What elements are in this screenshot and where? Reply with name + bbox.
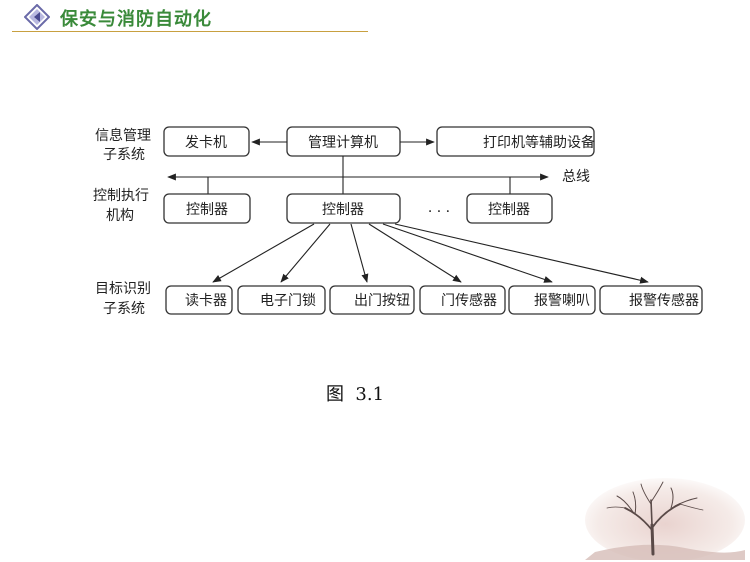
- device-box-1: [165, 285, 233, 315]
- side-label-control-1: 控制执行: [93, 188, 149, 204]
- arrow-to-device-3: [350, 223, 369, 283]
- controller-center-box: [286, 193, 401, 224]
- side-label-target-2: 子系统: [103, 301, 145, 317]
- side-label-control-2: 机构: [106, 208, 134, 224]
- device-label-4: 门传感器: [441, 292, 497, 309]
- controller-left-box: [163, 193, 251, 224]
- controller-right-box: [466, 193, 553, 224]
- side-label-target-1: 目标识别: [95, 281, 151, 297]
- arrow-to-device-2: [280, 223, 331, 283]
- page-title: 保安与消防自动化: [60, 9, 212, 30]
- diamond-arrow-icon: [24, 4, 50, 30]
- bus-label: 总线: [562, 169, 590, 185]
- device-label-5: 报警喇叭: [534, 293, 590, 309]
- figure-caption: 图 3.1: [326, 384, 384, 405]
- device-box-3: [329, 285, 415, 315]
- arrow-to-device-1: [212, 223, 315, 283]
- controller-right-label: 控制器: [488, 202, 530, 218]
- device-box-6: [599, 285, 703, 315]
- device-label-1: 读卡器: [185, 292, 227, 309]
- card-issuer-box: [163, 126, 250, 157]
- controller-left-label: 控制器: [186, 202, 228, 218]
- arrow-to-device-6: [394, 223, 649, 284]
- card-issuer-label: 发卡机: [185, 135, 227, 151]
- tree-landscape-icon: [585, 478, 745, 560]
- mgmt-computer-label: 管理计算机: [308, 135, 378, 151]
- device-label-3: 出门按钮: [354, 293, 410, 309]
- printer-box: [436, 126, 595, 157]
- controller-ellipsis: · · ·: [428, 204, 450, 220]
- controller-center-label: 控制器: [322, 202, 364, 218]
- device-label-6: 报警传感器: [629, 292, 699, 309]
- header-divider: [12, 31, 368, 32]
- arrow-to-device-4: [368, 223, 462, 283]
- device-box-2: [237, 285, 326, 315]
- device-box-5: [508, 285, 596, 315]
- arrow-to-device-5: [382, 223, 553, 283]
- header-bar: 保安与消防自动化: [0, 0, 750, 40]
- printer-label: 打印机等辅助设备: [483, 134, 595, 151]
- side-label-info-mgmt-1: 信息管理: [95, 127, 151, 144]
- side-label-info-mgmt-2: 子系统: [103, 147, 145, 163]
- device-label-2: 电子门锁: [260, 293, 316, 309]
- device-box-4: [419, 285, 506, 315]
